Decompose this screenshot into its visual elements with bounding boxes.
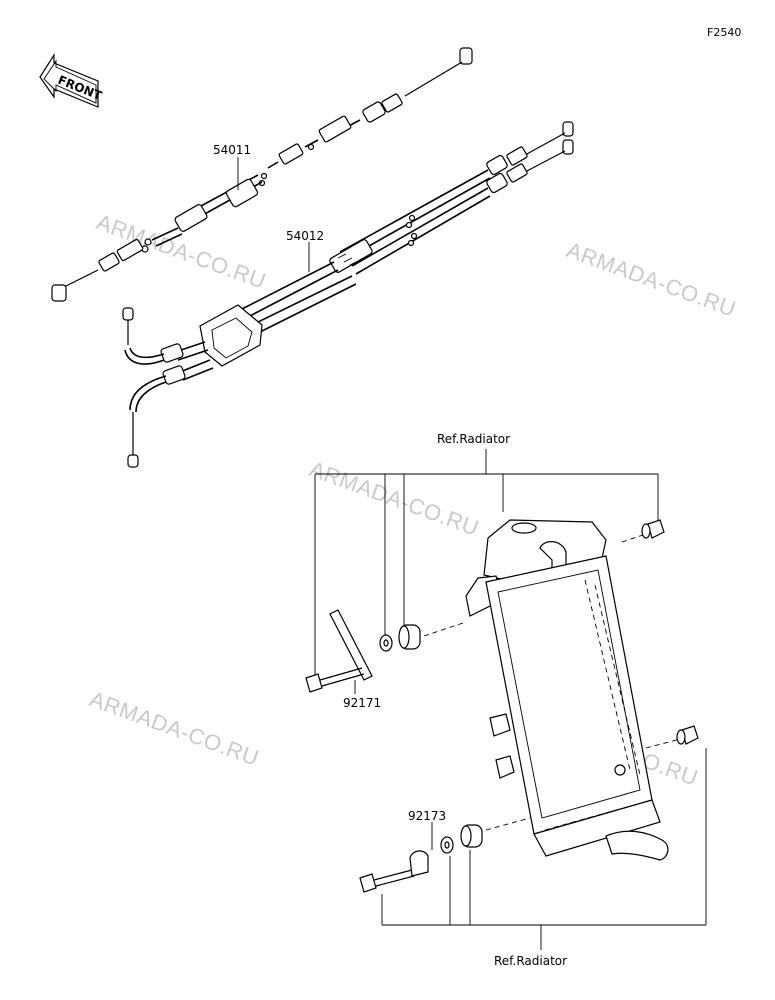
ref-radiator-top-leaders: Ref.Radiator [314,432,659,680]
watermark-4: ARMADA-CO.RU [86,686,262,770]
watermark-2: ARMADA-CO.RU [563,237,739,321]
figure-code: F2540 [707,26,741,39]
lower-fastener-set: 92173 [359,725,699,893]
part-number-92171: 92171 [343,696,381,710]
ref-radiator-bottom-leaders: Ref.Radiator [381,748,707,968]
part-number-54012: 54012 [286,229,324,243]
part-number-54011: 54011 [213,143,251,157]
upper-fastener-set: 92171 [305,519,665,710]
throttle-cable-54011: 54011 [51,47,473,302]
watermark-3: ARMADA-CO.RU [306,456,482,540]
watermarks: ARMADA-CO.RU ARMADA-CO.RU ARMADA-CO.RU A… [86,209,739,790]
ref-radiator-top: Ref.Radiator [437,432,510,446]
ref-radiator-bottom: Ref.Radiator [494,954,567,968]
throttle-cable-54012: 54012 [122,121,574,468]
radiator [465,519,669,861]
front-arrow-icon: FRONT [39,52,104,108]
part-number-92173: 92173 [408,809,446,823]
